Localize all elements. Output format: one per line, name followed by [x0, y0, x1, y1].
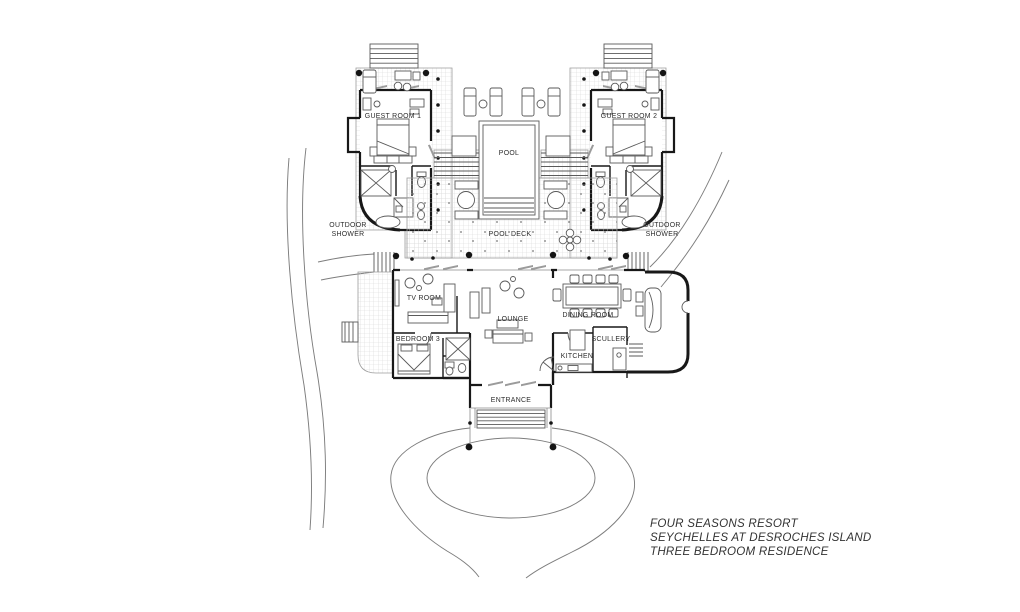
site-paths [286, 147, 730, 531]
round-seating-set [558, 228, 582, 252]
label-entrance: ENTRANCE [491, 397, 531, 404]
pool-deck [373, 87, 649, 272]
deck-stairs [373, 252, 649, 272]
label-lounge: LOUNGE [498, 316, 529, 323]
label-outdoor-shower-left-2: SHOWER [332, 231, 365, 238]
tv-room-furniture [394, 273, 456, 324]
title-block: FOUR SEASONS RESORT SEYCHELLES AT DESROC… [650, 517, 872, 558]
title-line-2: SEYCHELLES AT DESROCHES ISLAND [650, 531, 872, 544]
label-scullery: SCULLERY [592, 336, 631, 343]
lounge-furniture [469, 276, 533, 344]
label-outdoor-shower-right-1: OUTDOOR [643, 222, 680, 229]
entrance-steps [470, 407, 551, 429]
title-line-3: THREE BEDROOM RESIDENCE [650, 545, 829, 558]
room-labels: GUEST ROOM 1 GUEST ROOM 2 OUTDOOR SHOWER… [329, 113, 680, 404]
label-pool-deck: POOL DECK [489, 231, 532, 238]
title-line-1: FOUR SEASONS RESORT [650, 517, 799, 530]
main-house [341, 265, 694, 429]
label-guest-room-2: GUEST ROOM 2 [601, 113, 657, 120]
label-guest-room-1: GUEST ROOM 1 [365, 113, 421, 120]
bedroom-3-furniture [397, 337, 471, 376]
poolside-tables [454, 180, 568, 220]
label-kitchen: KITCHEN [561, 353, 593, 360]
label-dining-room: DINING ROOM [563, 312, 614, 319]
label-outdoor-shower-left-1: OUTDOOR [329, 222, 366, 229]
label-pool: POOL [499, 150, 519, 157]
sun-loungers [463, 87, 561, 117]
kitchen-furniture [555, 329, 627, 373]
label-tv-room: TV ROOM [407, 295, 441, 302]
label-bedroom-3: BEDROOM 3 [396, 336, 440, 343]
label-outdoor-shower-right-2: SHOWER [646, 231, 679, 238]
dining-room-furniture [552, 274, 632, 318]
pool [478, 120, 540, 220]
driveway [390, 408, 635, 579]
